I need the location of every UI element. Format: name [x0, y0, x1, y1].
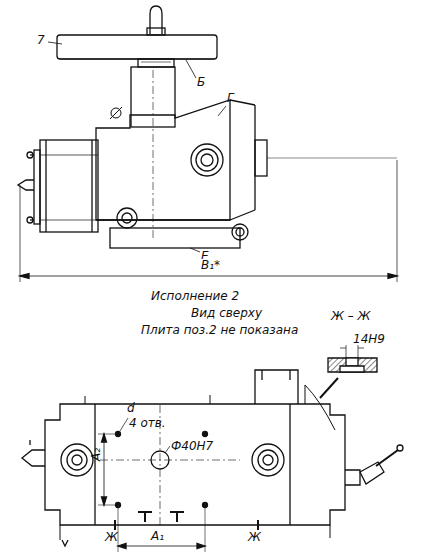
callout-letter: Г	[226, 92, 235, 105]
callout-number: 7	[36, 34, 46, 47]
callout-letter: Б	[196, 76, 206, 89]
section-view	[328, 345, 377, 372]
dimension-label: Ф40H7	[170, 440, 214, 453]
view-title: Исполнение 2	[150, 290, 240, 303]
view-title: Вид сверху	[190, 307, 263, 320]
dimension-label: А₂	[90, 447, 103, 462]
dimension-label: А₁	[150, 530, 165, 543]
side-view	[18, 6, 397, 282]
top-view	[22, 370, 403, 552]
section-mark: Ж	[104, 531, 119, 544]
section-mark: Ж	[247, 531, 262, 544]
view-note: Плита поз.2 не показана	[140, 324, 299, 337]
section-title: Ж – Ж	[330, 310, 371, 323]
dimension-label: 4 отв.	[128, 417, 167, 430]
dimension-label: В₁*	[200, 259, 221, 272]
dimension-label: d	[126, 402, 136, 415]
dimension-label: 14H9	[352, 333, 386, 346]
